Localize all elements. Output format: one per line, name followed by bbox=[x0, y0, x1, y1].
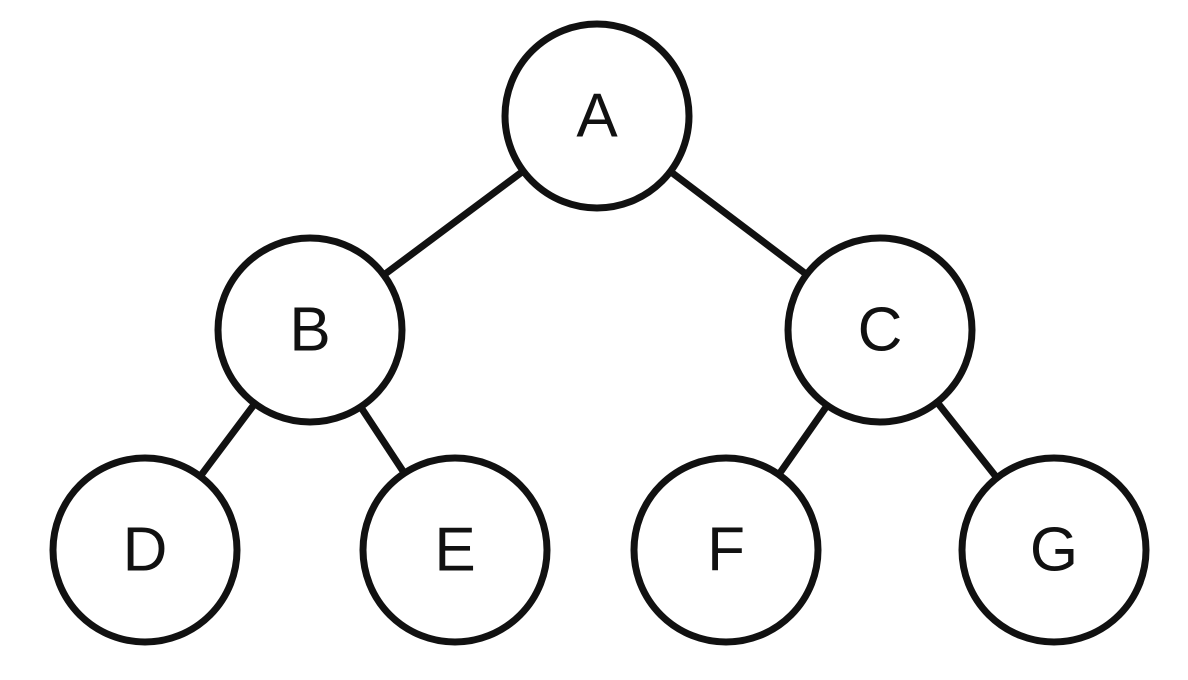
node-F: F bbox=[630, 454, 822, 646]
node-G: G bbox=[958, 454, 1150, 646]
node-D: D bbox=[49, 454, 241, 646]
node-label-D: D bbox=[123, 516, 168, 585]
node-circle-C bbox=[784, 234, 976, 426]
node-label-E: E bbox=[434, 516, 475, 585]
node-A: A bbox=[501, 20, 693, 212]
node-C: C bbox=[784, 234, 976, 426]
node-circle-G bbox=[958, 454, 1150, 646]
node-circle-E bbox=[359, 454, 551, 646]
node-circle-B bbox=[214, 234, 406, 426]
node-label-C: C bbox=[858, 296, 903, 365]
node-circle-D bbox=[49, 454, 241, 646]
node-circle-F bbox=[630, 454, 822, 646]
node-label-B: B bbox=[289, 296, 330, 365]
node-B: B bbox=[214, 234, 406, 426]
node-E: E bbox=[359, 454, 551, 646]
node-layer: A B C D E F G bbox=[49, 20, 1150, 646]
node-circle-A bbox=[501, 20, 693, 212]
node-label-A: A bbox=[576, 82, 618, 151]
node-label-F: F bbox=[707, 516, 745, 585]
node-label-G: G bbox=[1030, 516, 1078, 585]
